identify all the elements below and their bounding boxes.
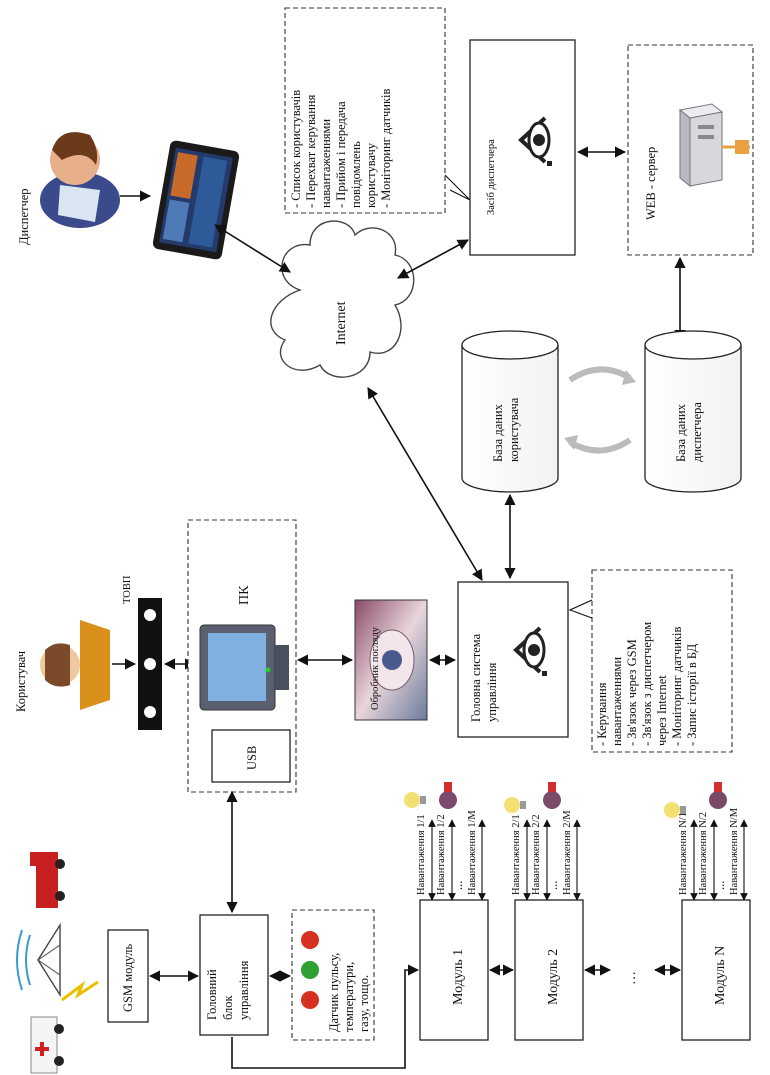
svg-text:Навантаження 2/1: Навантаження 2/1 [511, 814, 522, 895]
valve-icon [709, 782, 727, 809]
dispatcher-tool-box [469, 39, 576, 256]
main-block-box [199, 914, 269, 1036]
image-processor-panel [354, 599, 428, 721]
tablet-icon [152, 140, 240, 260]
sensors-label: Датчик пульсу, температури, газу, тощо. [327, 950, 371, 1032]
internet-label: Internet [334, 301, 349, 345]
svg-text:...: ... [451, 881, 465, 890]
fire-truck-icon [30, 852, 65, 908]
main-control-box [457, 581, 569, 738]
db-dispatcher-cylinder [644, 330, 742, 493]
tovp-device [138, 598, 162, 730]
module-2-box [514, 899, 584, 1041]
eye-logo-icon [513, 626, 547, 676]
dispatcher-person-icon [40, 132, 120, 228]
db-user-label: База даних користувача [491, 397, 521, 462]
svg-text:...: ... [713, 881, 727, 890]
dispatcher-features-text: - Список користувачів - Перехват керуван… [289, 87, 393, 208]
svg-text:Навантаження 1/M: Навантаження 1/M [467, 810, 478, 895]
pc-label: ПК [237, 585, 252, 605]
module-2-label: Модуль 2 [546, 949, 561, 1005]
dispatcher-label: Диспетчер [17, 188, 31, 245]
bulb-icon [504, 797, 526, 813]
antenna-icon [16, 922, 61, 998]
sensor-icon [301, 931, 319, 1009]
gsm-module-label: GSM модуль [121, 944, 135, 1012]
tovp-label: ТОВП [122, 575, 133, 604]
valve-icon [543, 782, 561, 809]
monitor-icon [199, 624, 289, 711]
db-dispatcher-label: База даних диспетчера [674, 401, 704, 462]
valve-icon [439, 782, 457, 809]
svg-text:Навантаження N/2: Навантаження N/2 [698, 812, 709, 895]
module-n-box [681, 899, 751, 1041]
bulb-icon [404, 792, 426, 808]
db-user-cylinder [461, 330, 559, 493]
dispatcher-features-box [284, 7, 446, 214]
svg-text:...: ... [546, 881, 560, 890]
module-2-loads: Навантаження 2/1 Навантаження 2/2 Навант… [511, 810, 581, 901]
main-block-label: Головний блок управління [205, 960, 251, 1020]
dispatcher-tool-label: Засіб диспетчера [486, 139, 497, 215]
usb-box [211, 729, 291, 783]
svg-text:Навантаження 1/2: Навантаження 1/2 [436, 814, 447, 895]
eye-logo-icon [518, 116, 552, 166]
gsm-module-box [107, 929, 149, 1023]
user-label: Користувач [14, 651, 28, 712]
module-1-box [419, 899, 489, 1041]
module-n-loads: Навантаження N/1 Навантаження N/2 Навант… [678, 807, 748, 901]
bulb-icon [664, 802, 686, 818]
svg-text:Навантаження 2/M: Навантаження 2/M [562, 810, 573, 895]
svg-text:Навантаження 2/2: Навантаження 2/2 [531, 814, 542, 895]
user-person-icon [40, 620, 110, 710]
svg-text:Навантаження N/1: Навантаження N/1 [678, 812, 689, 895]
main-control-label: Головна система управління [469, 631, 499, 722]
svg-text:Навантаження 1/1: Навантаження 1/1 [416, 814, 427, 895]
module-n-label: Модуль N [713, 946, 728, 1005]
module-1-loads: Навантаження 1/1 Навантаження 1/2 Навант… [416, 810, 486, 901]
ambulance-icon [30, 1016, 64, 1074]
sync-arrows-icon [564, 366, 636, 454]
server-icon [678, 103, 750, 188]
usb-label: USB [245, 746, 259, 770]
main-control-features-text: - Керування навантаженнями - Зв'язок чер… [595, 619, 699, 746]
image-processor-label: Обробник погляду [370, 626, 381, 710]
internet-cloud [270, 220, 415, 378]
svg-text:Навантаження N/M: Навантаження N/M [729, 807, 740, 895]
web-server-label: WEB - сервер [644, 147, 658, 220]
lightning-icon [61, 980, 99, 1002]
main-control-features-box [591, 569, 733, 753]
modules-ellipsis: … [624, 971, 639, 985]
module-1-label: Модуль 1 [451, 949, 466, 1005]
